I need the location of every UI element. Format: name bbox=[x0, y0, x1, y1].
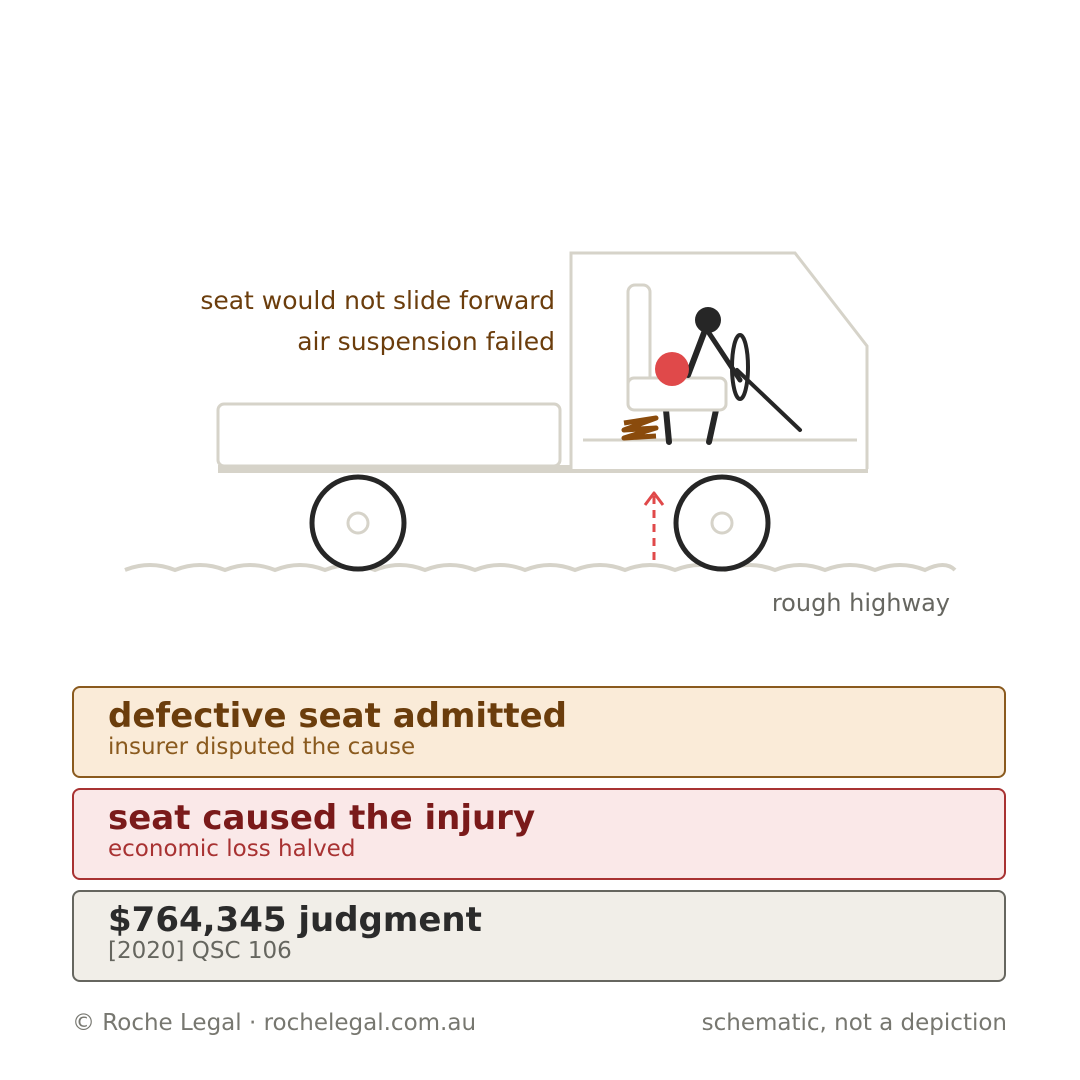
defect-admitted-card: defective seat admitted insurer disputed… bbox=[72, 686, 1006, 778]
footer-disclaimer: schematic, not a depiction bbox=[701, 1010, 1007, 1036]
suspension-spring-icon bbox=[621, 415, 659, 441]
driver-arm bbox=[704, 327, 743, 383]
road-label: rough highway bbox=[771, 589, 950, 617]
rough-road-surface bbox=[124, 563, 957, 573]
card-subtitle: insurer disputed the cause bbox=[108, 734, 416, 760]
seat-slide-note: seat would not slide forward bbox=[200, 286, 555, 315]
front-hub bbox=[710, 511, 734, 535]
truck-cab bbox=[569, 251, 869, 469]
driver-leg-front bbox=[706, 407, 719, 445]
rear-hub bbox=[346, 511, 370, 535]
jolt-arrow-head bbox=[643, 491, 665, 506]
truck-scene bbox=[124, 251, 957, 573]
truck-chassis bbox=[218, 465, 868, 473]
truck-tray bbox=[216, 402, 562, 468]
card-title: seat caused the injury bbox=[108, 798, 536, 838]
footer-credit: © Roche Legal · rochelegal.com.au bbox=[72, 1010, 477, 1036]
case-citation: [2020] QSC 106 bbox=[108, 938, 292, 964]
injury-marker-icon bbox=[655, 352, 689, 386]
driver-head-icon bbox=[695, 307, 721, 333]
driver-torso bbox=[685, 322, 710, 378]
rear-wheel-icon bbox=[309, 474, 407, 572]
front-wheel-icon bbox=[673, 474, 771, 572]
card-title: defective seat admitted bbox=[108, 696, 567, 736]
card-subtitle: economic loss halved bbox=[108, 836, 356, 862]
card-title: $764,345 judgment bbox=[108, 900, 482, 940]
judgment-card: $764,345 judgment [2020] QSC 106 bbox=[72, 890, 1006, 982]
causation-card: seat caused the injury economic loss hal… bbox=[72, 788, 1006, 880]
driver-leg-rear bbox=[663, 407, 672, 445]
suspension-note: air suspension failed bbox=[297, 327, 555, 356]
